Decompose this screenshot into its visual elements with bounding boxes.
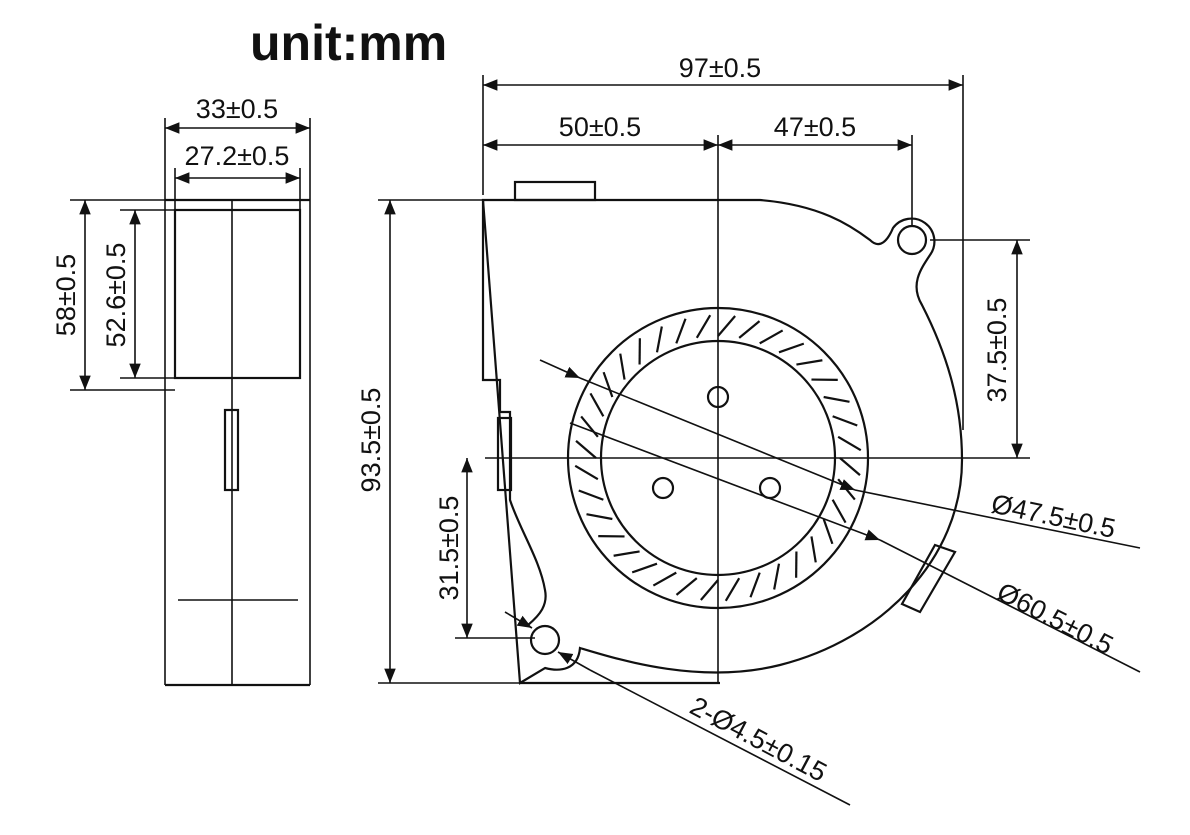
inner-diameter-label: Ø47.5±0.5	[989, 489, 1118, 545]
front-view: 97±0.5 50±0.5 47±0.5 93.5±0.5 37.5±0.5 3…	[356, 53, 1141, 806]
fan-blade	[675, 318, 687, 344]
fan-blade	[822, 518, 834, 545]
fan-blade	[832, 415, 858, 427]
overall-height-label: 93.5±0.5	[356, 388, 386, 493]
fan-blade	[578, 489, 604, 501]
side-height-outer: 58±0.5	[51, 254, 81, 336]
fan-blade	[655, 326, 663, 353]
fan-blade	[586, 513, 613, 521]
fan-blade	[778, 342, 805, 354]
overall-width-label: 97±0.5	[679, 53, 761, 83]
fan-blade	[574, 464, 599, 481]
left-to-center-label: 50±0.5	[559, 112, 641, 142]
fan-blade	[831, 499, 847, 524]
side-height-inner: 52.6±0.5	[101, 243, 131, 348]
fan-blade	[759, 329, 784, 345]
fan-blade	[652, 571, 677, 587]
center-to-hole-label: 47±0.5	[774, 112, 856, 142]
fan-blade	[613, 550, 640, 557]
center-to-hole-left-label: 31.5±0.5	[434, 496, 464, 601]
fan-blade	[837, 435, 862, 452]
fan-blade	[773, 563, 781, 590]
fan-blade	[700, 579, 719, 601]
fan-blade	[823, 395, 850, 403]
side-width-outer: 33±0.5	[196, 94, 278, 124]
mount-holes-label: 2-Ø4.5±0.15	[685, 691, 831, 788]
fan-blade	[580, 415, 599, 438]
unit-label: unit:mm	[250, 15, 447, 71]
outer-diameter-label: Ø60.5±0.5	[992, 577, 1118, 661]
fan-blade	[724, 577, 741, 602]
fan-blade	[695, 314, 712, 339]
fan-blade	[619, 353, 626, 380]
fan-blade	[796, 359, 823, 366]
fan-blade	[839, 457, 861, 476]
fan-blade	[810, 536, 817, 563]
fan-blade	[749, 572, 761, 598]
fan-blade	[738, 320, 761, 339]
fan-blade	[717, 315, 736, 337]
fan-blade	[675, 577, 698, 596]
side-view: 33±0.5 27.2±0.5 58±0.5 52.6±0.5	[51, 94, 311, 687]
fan-blade	[631, 562, 658, 574]
fan-blade	[589, 392, 605, 417]
side-width-inner: 27.2±0.5	[185, 141, 290, 171]
hole-to-center-right-label: 37.5±0.5	[982, 298, 1012, 403]
fan-blade	[602, 371, 614, 398]
fan-blade	[575, 440, 597, 459]
